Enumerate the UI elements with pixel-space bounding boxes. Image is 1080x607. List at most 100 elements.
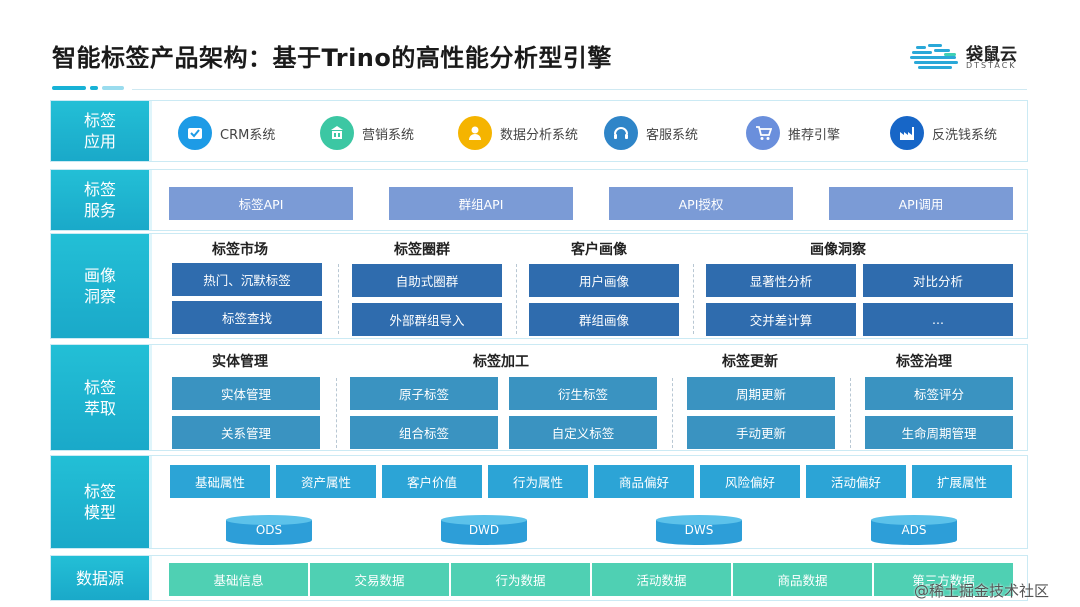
page-title: 智能标签产品架构：基于Trino的高性能分析型引擎 [52,44,612,72]
group-separator [672,378,673,448]
insight-item: 群组画像 [529,303,679,336]
database-icon [441,515,527,545]
database-dws: DWS [655,514,743,545]
model-attribute: 风险偏好 [700,465,800,498]
group-separator [336,378,337,448]
database-label: DWD [468,523,500,537]
user-icon [458,116,492,150]
extract-item: 原子标签 [350,377,498,410]
service-api-call: API调用 [829,187,1013,220]
layer-tag-application: 标签 应用 CRM系统 营销系统 数据分析系统 客服系统 [50,100,1028,162]
group-title-tag-update: 标签更新 [722,354,778,370]
extract-item: 衍生标签 [509,377,657,410]
watermark: @稀土掘金技术社区 [914,582,1050,600]
app-crm: CRM系统 [178,111,275,155]
headset-icon [604,116,638,150]
group-separator [693,264,694,334]
layer-tag-service: 标签 服务 标签API 群组API API授权 API调用 [50,169,1028,231]
divider-line [132,89,1027,90]
extract-item: 关系管理 [172,416,320,449]
database-dwd: DWD [440,514,528,545]
group-separator [338,264,339,334]
layer-label-text: 标签 应用 [83,111,116,151]
model-attribute: 客户价值 [382,465,482,498]
insight-item: 热门、沉默标签 [172,263,322,296]
group-title-customer-profile: 客户画像 [571,242,627,258]
cart-icon [746,116,780,150]
layer-label-text: 画像 洞察 [83,266,116,306]
app-anti-money-laundering: 反洗钱系统 [890,111,997,155]
insight-item: 对比分析 [863,264,1013,297]
app-label: 反洗钱系统 [932,127,998,143]
extract-item: 实体管理 [172,377,320,410]
database-icon [226,515,312,545]
layer-label-text: 标签 模型 [83,482,116,522]
factory-icon [890,116,924,150]
data-source-item: 基础信息 [169,563,308,596]
layer-label-service: 标签 服务 [51,170,149,230]
app-label: 推荐引擎 [788,127,841,143]
layer-profile-insight: 画像 洞察 标签市场 标签圈群 客户画像 画像洞察 热门、沉默标签 标签查找 自… [50,233,1028,339]
group-title-profile-insight: 画像洞察 [810,242,866,258]
data-source-item: 活动数据 [592,563,731,596]
model-attribute: 扩展属性 [912,465,1012,498]
layer-label-extraction: 标签 萃取 [51,345,149,450]
group-title-tag-circle: 标签圈群 [394,242,450,258]
layer-body: 基础信息 交易数据 行为数据 活动数据 商品数据 第三方数据 [149,556,1027,600]
layer-label-text: 标签 萃取 [83,377,116,418]
layer-label-application: 标签 应用 [51,101,149,161]
model-attribute: 活动偏好 [806,465,906,498]
extract-item: 标签评分 [865,377,1013,410]
extract-item: 生命周期管理 [865,416,1013,449]
model-attribute: 基础属性 [170,465,270,498]
extract-item: 组合标签 [350,416,498,449]
group-title-tag-processing: 标签加工 [473,354,529,370]
insight-item: ... [863,303,1013,336]
service-api-auth: API授权 [609,187,793,220]
app-label: 客服系统 [646,127,699,143]
insight-item: 自助式圈群 [352,264,502,297]
data-source-item: 行为数据 [451,563,590,596]
app-data-analysis: 数据分析系统 [458,111,578,155]
layer-label-source: 数据源 [51,556,149,600]
crm-icon [178,116,212,150]
layer-tag-model: 标签 模型 基础属性 资产属性 客户价值 行为属性 商品偏好 风险偏好 活动偏好… [50,455,1028,549]
accent-bar [52,86,86,90]
insight-item: 用户画像 [529,264,679,297]
extract-item: 周期更新 [687,377,835,410]
data-source-item: 交易数据 [310,563,449,596]
group-title-entity-management: 实体管理 [212,354,268,370]
accent-bar-small [90,86,98,90]
logo-subtitle: DTSTACK [966,61,1017,70]
insight-item: 标签查找 [172,301,322,334]
cloud-logo-icon [910,44,958,69]
database-ads: ADS [870,514,958,545]
extract-item: 手动更新 [687,416,835,449]
insight-item: 交并差计算 [706,303,856,336]
group-separator [516,264,517,334]
database-label: ADS [901,523,927,537]
building-icon [320,116,354,150]
group-title-tag-market: 标签市场 [212,242,268,258]
insight-item: 显著性分析 [706,264,856,297]
app-marketing: 营销系统 [320,111,414,155]
model-attribute: 行为属性 [488,465,588,498]
layer-label-insight: 画像 洞察 [51,234,149,338]
app-customer-service: 客服系统 [604,111,698,155]
layer-tag-extraction: 标签 萃取 实体管理 标签加工 标签更新 标签治理 实体管理 关系管理 原子标签… [50,344,1028,451]
app-label: CRM系统 [220,127,276,143]
app-recommendation: 推荐引擎 [746,111,840,155]
service-group-api: 群组API [389,187,573,220]
database-icon [871,515,957,545]
data-source-item: 商品数据 [733,563,872,596]
extract-item: 自定义标签 [509,416,657,449]
app-label: 营销系统 [362,127,415,143]
logo-name: 袋鼠云 [966,45,1017,65]
layer-body: 标签市场 标签圈群 客户画像 画像洞察 热门、沉默标签 标签查找 自助式圈群 外… [149,234,1027,338]
layer-label-model: 标签 模型 [51,456,149,548]
database-icon [656,515,742,545]
database-ods: ODS [225,514,313,545]
accent-bar-faded [102,86,124,90]
app-label: 数据分析系统 [500,127,579,143]
insight-item: 外部群组导入 [352,303,502,336]
